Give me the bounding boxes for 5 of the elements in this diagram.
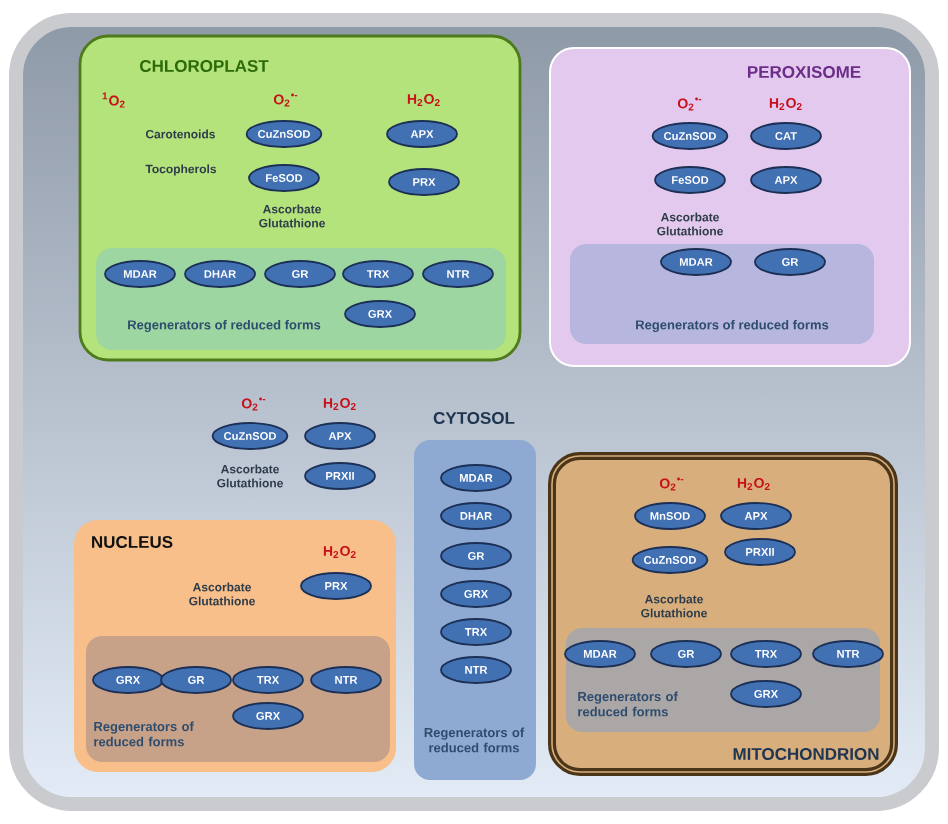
compartment-title: CHLOROPLAST: [140, 60, 269, 72]
compartment-title: NUCLEUS: [92, 536, 173, 548]
compartment-title: CYTOSOL: [433, 412, 515, 424]
compartment-title: MITOCHONDRION: [733, 748, 879, 760]
compartment-title: PEROXISOME: [748, 66, 861, 78]
